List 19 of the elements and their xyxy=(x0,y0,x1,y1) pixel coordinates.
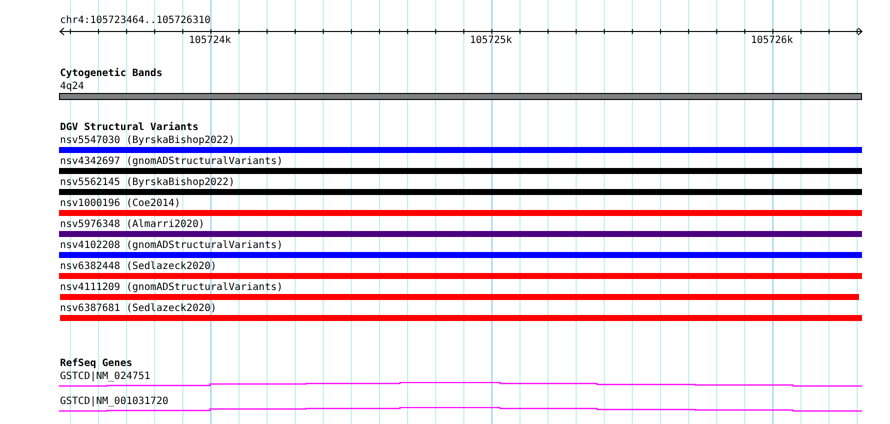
track-title: RefSeq Genes xyxy=(60,358,132,369)
track-title: DGV Structural Variants xyxy=(60,122,198,133)
gene-label: GSTCD|NM_024751 xyxy=(60,371,150,382)
variant-label: nsv4102208 (gnomADStructuralVariants) xyxy=(60,240,283,251)
variant-label: nsv4342697 (gnomADStructuralVariants) xyxy=(60,156,283,167)
tick-label: 105724k xyxy=(188,35,232,46)
range-label: chr4:105723464..105726310 xyxy=(60,15,211,26)
track-title: Cytogenetic Bands xyxy=(60,68,162,79)
variant-label: nsv5976348 (Almarri2020) xyxy=(60,219,204,230)
variant-label: nsv5547030 (ByrskaBishop2022) xyxy=(60,135,235,146)
variant-label: nsv6387681 (Sedlazeck2020) xyxy=(60,303,217,314)
tick-label: 105726k xyxy=(750,35,794,46)
variant-label: nsv6382448 (Sedlazeck2020) xyxy=(60,261,217,272)
variant-label: nsv5562145 (ByrskaBishop2022) xyxy=(60,177,235,188)
band-label: 4q24 xyxy=(60,81,84,92)
variant-label: nsv4111209 (gnomADStructuralVariants) xyxy=(60,282,283,293)
gene-label: GSTCD|NM_001031720 xyxy=(60,396,168,407)
variant-label: nsv1000196 (Coe2014) xyxy=(60,198,180,209)
tick-label: 105725k xyxy=(470,35,512,46)
